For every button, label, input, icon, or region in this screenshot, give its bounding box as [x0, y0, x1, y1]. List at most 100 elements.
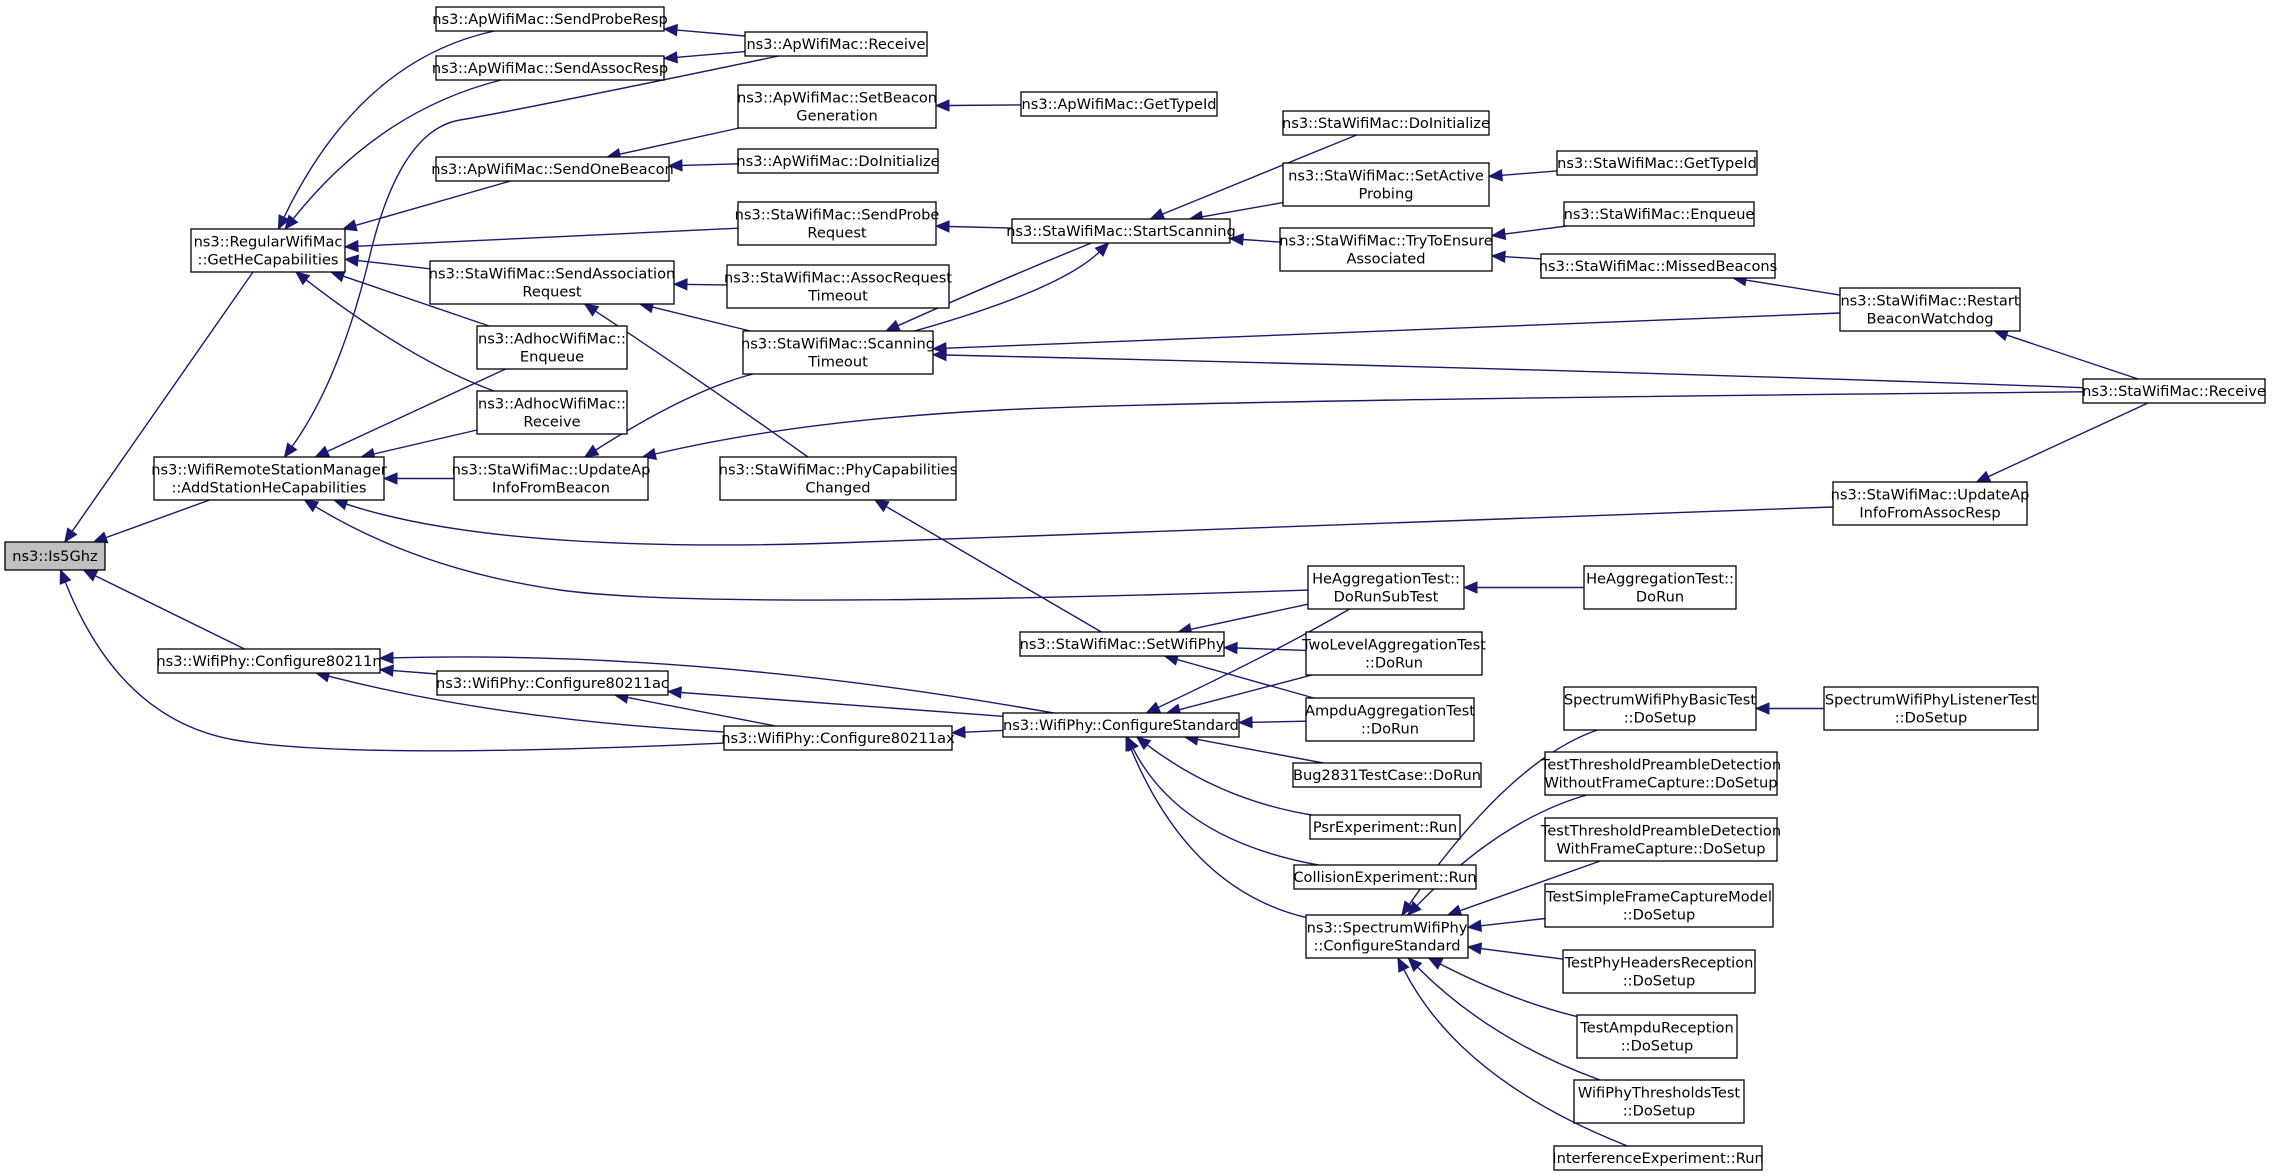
node-box — [1583, 565, 1737, 610]
node-label: HeAggregationTest:: — [1312, 571, 1460, 588]
edge-line — [291, 55, 779, 447]
node-thr-cap[interactable]: TestThresholdPreambleDetectionWithFrameC… — [1540, 817, 1781, 862]
node-bug2831-dorun[interactable]: Bug2831TestCase::DoRun — [1292, 762, 1482, 788]
edge-line — [71, 271, 254, 532]
node-thr-nocap[interactable]: TestThresholdPreambleDetectionWithoutFra… — [1540, 751, 1781, 796]
call-edge-sta_missedbeacons-to-sta_trytoensure — [1490, 250, 1542, 263]
node-box — [1563, 686, 1757, 731]
node-phy-cfgstandard[interactable]: ns3::WifiPhy::ConfigureStandard — [1002, 712, 1240, 738]
node-cfg11ac[interactable]: ns3::WifiPhy::Configure80211ac — [436, 670, 669, 696]
node-box — [1540, 253, 1776, 279]
node-ap-doinit[interactable]: ns3::ApWifiMac::DoInitialize — [736, 148, 940, 174]
node-label: ns3::WifiPhy::ConfigureStandard — [1003, 717, 1239, 734]
node-box — [1309, 814, 1461, 840]
node-ampdu-dorun[interactable]: AmpduAggregationTest::DoRun — [1305, 697, 1475, 742]
node-sta-receive[interactable]: ns3::StaWifiMac::Receive — [2082, 378, 2266, 404]
node-label: ns3::ApWifiMac::SendOneBeacon — [431, 161, 674, 178]
node-phythresholds[interactable]: WifiPhyThresholdsTest::DoSetup — [1573, 1079, 1745, 1124]
node-cfg11ax[interactable]: ns3::WifiPhy::Configure80211ax — [721, 725, 955, 751]
node-label: BeaconWatchdog — [1866, 311, 1993, 328]
node-sta-setwifiphy[interactable]: ns3::StaWifiMac::SetWifiPhy — [1019, 631, 1225, 657]
edge-line — [885, 505, 1102, 633]
node-box — [1563, 201, 1755, 227]
call-edge-sta_startscanning-to-sta_sendprobereq — [934, 220, 1013, 233]
arrowhead-icon — [1094, 242, 1110, 257]
node-box — [737, 148, 939, 174]
node-ap-receive[interactable]: ns3::ApWifiMac::Receive — [744, 31, 928, 57]
node-label: ns3::StaWifiMac::Enqueue — [1564, 206, 1755, 223]
node-ap-sendonebeacon[interactable]: ns3::ApWifiMac::SendOneBeacon — [431, 156, 674, 182]
node-label: Request — [522, 284, 582, 301]
arrowhead-icon — [294, 271, 311, 286]
arrowhead-icon — [1397, 956, 1410, 973]
call-edge-sta_receive-to-sta_updfrombeacon — [641, 391, 2084, 461]
node-sta-gettypeid[interactable]: ns3::StaWifiMac::GetTypeId — [1556, 150, 1758, 176]
node-wrsm-addhe[interactable]: ns3::WifiRemoteStationManager::AddStatio… — [151, 456, 387, 501]
node-twolevel-dorun[interactable]: TwoLevelAggregationTest::DoRun — [1301, 631, 1486, 676]
node-label: ns3::ApWifiMac::SendProbeResp — [432, 11, 667, 28]
arrowhead-icon — [950, 725, 966, 739]
edge-line — [1459, 860, 1601, 912]
node-he-dorun[interactable]: HeAggregationTest::DoRun — [1583, 565, 1737, 610]
node-specbasic-dosetup[interactable]: SpectrumWifiPhyBasicTest::DoSetup — [1563, 686, 1757, 731]
node-is5ghz[interactable]: ns3::Is5Ghz — [4, 541, 106, 571]
edge-line — [94, 575, 245, 650]
node-ampdurecv[interactable]: TestAmpduReception::DoSetup — [1576, 1014, 1738, 1059]
arrowhead-icon — [92, 531, 109, 544]
node-box — [1823, 686, 2039, 731]
node-sta-updfromassoc[interactable]: ns3::StaWifiMac::UpdateApInfoFromAssocRe… — [1831, 481, 2030, 526]
node-ap-gettypeid[interactable]: ns3::ApWifiMac::GetTypeId — [1020, 91, 1218, 117]
edge-line — [1179, 674, 1313, 711]
node-cfg11n[interactable]: ns3::WifiPhy::Configure80211n — [156, 648, 382, 674]
call-edge-ap_doinit-to-ap_sendonebeacon — [667, 159, 739, 172]
node-box — [1305, 631, 1483, 676]
node-sta-missedbeacons[interactable]: ns3::StaWifiMac::MissedBeacons — [1539, 253, 1777, 279]
node-ap-sendproberesp[interactable]: ns3::ApWifiMac::SendProbeResp — [432, 6, 668, 32]
node-ap-sendassocresp[interactable]: ns3::ApWifiMac::SendAssocResp — [432, 55, 668, 81]
edge-line — [652, 306, 751, 332]
node-spec-cfgstandard[interactable]: ns3::SpectrumWifiPhy::ConfigureStandard — [1305, 914, 1469, 959]
edge-line — [326, 368, 506, 453]
node-collision-run[interactable]: CollisionExperiment::Run — [1293, 864, 1477, 890]
node-simplecap[interactable]: TestSimpleFrameCaptureModel::DoSetup — [1544, 883, 1774, 928]
node-box — [1282, 162, 1490, 207]
node-adhoc-enqueue[interactable]: ns3::AdhocWifiMac::Enqueue — [476, 325, 628, 370]
node-interference-run[interactable]: InterferenceExperiment::Run — [1552, 1145, 1764, 1171]
arrowhead-icon — [666, 686, 682, 699]
node-he-dorunsubtest[interactable]: HeAggregationTest::DoRunSubTest — [1307, 565, 1465, 610]
node-adhoc-receive[interactable]: ns3::AdhocWifiMac::Receive — [476, 390, 628, 435]
edge-line — [945, 354, 2084, 389]
node-box — [1573, 1079, 1745, 1124]
call-edge-adhoc_receive-to-wrsm_addhe — [359, 429, 478, 461]
node-box — [1556, 150, 1758, 176]
node-label: ::GetHeCapabilities — [198, 252, 339, 269]
node-speclistener[interactable]: SpectrumWifiPhyListenerTest::DoSetup — [1823, 686, 2039, 731]
node-label: TestThresholdPreambleDetection — [1540, 757, 1781, 774]
node-sta-doinit[interactable]: ns3::StaWifiMac::DoInitialize — [1282, 110, 1490, 136]
node-sta-enqueue[interactable]: ns3::StaWifiMac::Enqueue — [1563, 201, 1755, 227]
node-regular-gethe[interactable]: ns3::RegularWifiMac::GetHeCapabilities — [190, 228, 346, 273]
node-box — [435, 6, 665, 32]
call-edge-cfg11ax-to-is5ghz — [59, 568, 725, 752]
node-psr-run[interactable]: PsrExperiment::Run — [1309, 814, 1461, 840]
node-label: ::DoSetup — [1895, 710, 1967, 727]
node-label: ns3::WifiPhy::Configure80211ac — [436, 675, 669, 692]
node-label: ns3::StaWifiMac::SendProbe — [735, 207, 940, 224]
edge-line — [64, 581, 725, 752]
node-label: ::DoRun — [1365, 655, 1423, 672]
node-box — [157, 648, 381, 674]
node-label: ns3::StaWifiMac::DoInitialize — [1282, 115, 1490, 132]
node-sta-startscanning[interactable]: ns3::StaWifiMac::StartScanning — [1006, 218, 1236, 244]
node-box — [1562, 949, 1756, 994]
node-phyheaders[interactable]: TestPhyHeadersReception::DoSetup — [1562, 949, 1756, 994]
